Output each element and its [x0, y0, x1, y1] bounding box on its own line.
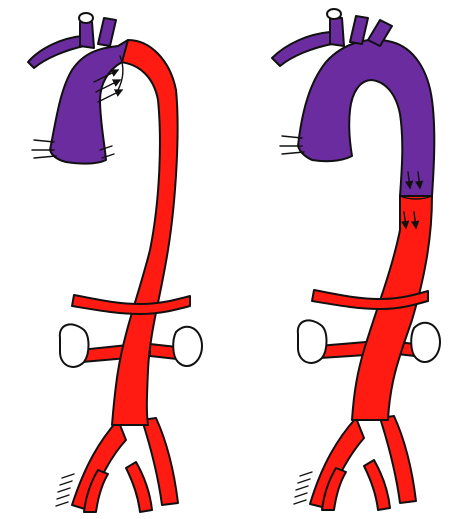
left-descending-aorta [112, 40, 178, 425]
left-aorta-panel [28, 13, 202, 512]
left-kidney-right-side [60, 324, 89, 367]
left-kidney-left-side [173, 327, 202, 366]
right-kidney-right-side [298, 320, 327, 363]
right-kidney-left-side [411, 323, 440, 362]
right-iliac-branches [294, 416, 416, 510]
left-iliac-branches [56, 418, 178, 512]
right-aortic-arch-deoxygenated [298, 40, 434, 196]
left-ascending-aorta [50, 40, 128, 164]
right-aorta-panel [272, 9, 440, 510]
